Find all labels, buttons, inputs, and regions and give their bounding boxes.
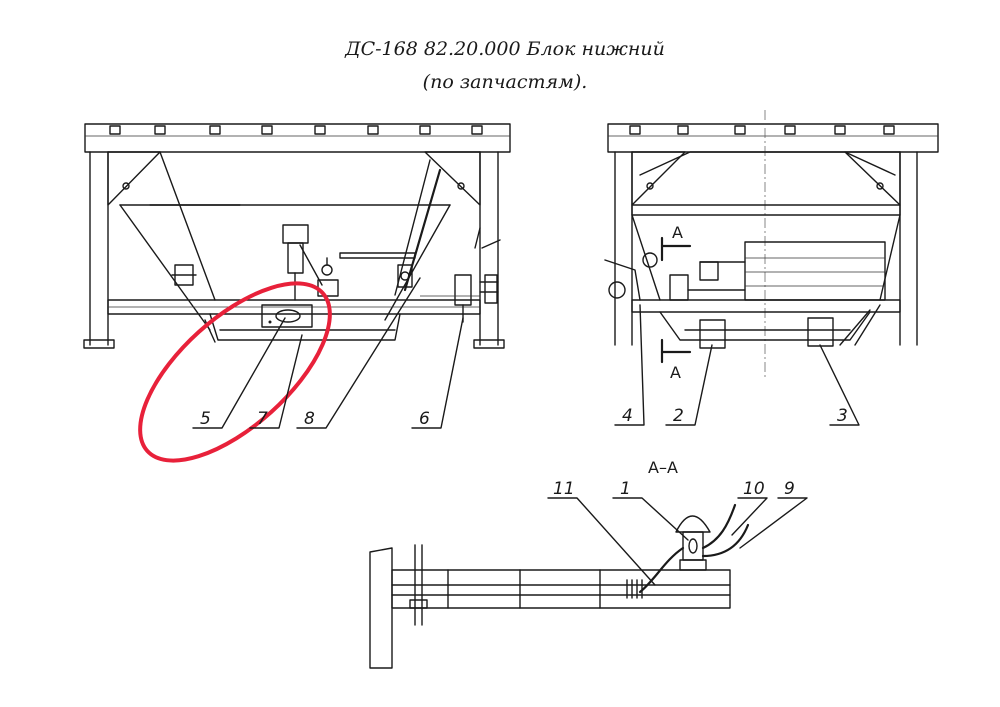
callout-2: 2 (673, 406, 684, 426)
drawing-title-line1: ДС-168 82.20.000 Блок нижний (344, 38, 665, 60)
side-view (604, 110, 939, 380)
front-view (83, 123, 511, 349)
callout-5: 5 (200, 409, 211, 429)
callout-8: 8 (304, 409, 315, 429)
callout-3: 3 (837, 406, 848, 426)
section-view (369, 503, 750, 669)
callout-11: 11 (553, 479, 575, 499)
cut-mark-bottom: А (670, 363, 681, 382)
callout-6: 6 (419, 409, 430, 429)
callout-1: 1 (620, 479, 631, 499)
drawing-title-line2: (по запчастям). (423, 71, 588, 93)
section-view-leaders (547, 497, 808, 586)
callout-10: 10 (743, 479, 765, 499)
cut-mark-top: А (672, 223, 683, 242)
section-label: А–А (648, 458, 678, 477)
front-view-leaders (192, 277, 464, 429)
highlight-ellipse (138, 281, 332, 463)
callout-7: 7 (257, 409, 268, 429)
callout-4: 4 (622, 406, 633, 426)
side-view-leaders (614, 304, 860, 426)
callout-9: 9 (784, 479, 795, 499)
